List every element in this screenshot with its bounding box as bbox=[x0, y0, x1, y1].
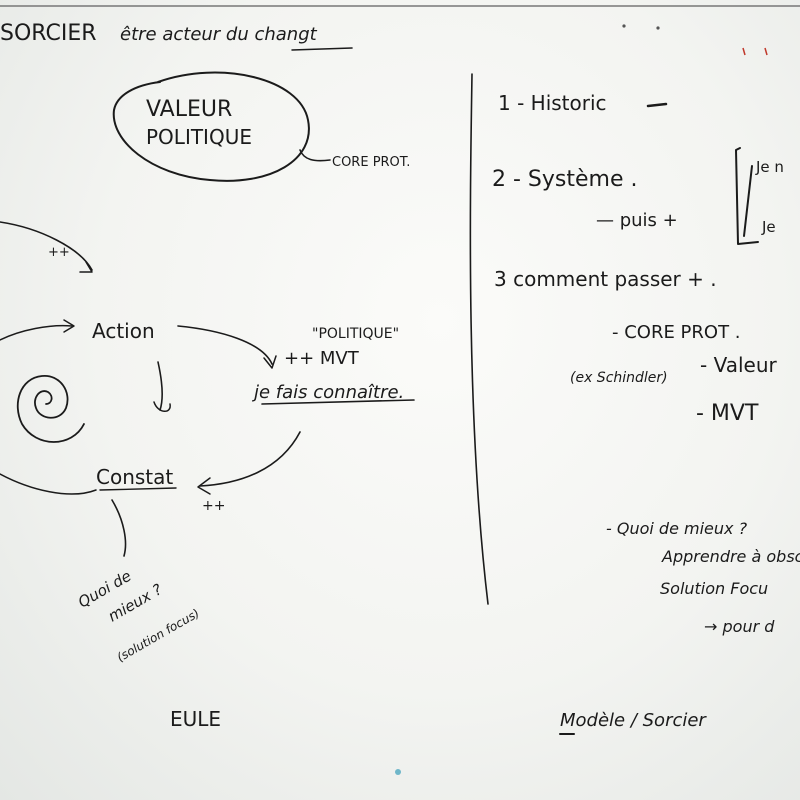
apprendre-label: Apprendre à obsc bbox=[661, 547, 800, 566]
mvt-right: - MVT bbox=[696, 401, 759, 426]
bracket-fill-stroke bbox=[743, 165, 753, 237]
politique-quote: "POLITIQUE" bbox=[312, 326, 399, 342]
item-comment-passer: 3 comment passer + . bbox=[494, 267, 717, 291]
faint-mark bbox=[656, 26, 660, 30]
core-prot-label: CORE PROT. bbox=[332, 155, 410, 170]
header-underline bbox=[291, 47, 353, 51]
eule-label: EULE bbox=[170, 707, 221, 731]
politique-to-constat-arrow bbox=[199, 431, 301, 487]
cycle-arc-bottom bbox=[0, 473, 97, 495]
item-historic: 1 - Historic bbox=[498, 91, 607, 115]
plus-mvt-label: ++ MVT bbox=[284, 348, 360, 369]
constat-underline bbox=[99, 487, 177, 491]
cycle-arc-left bbox=[0, 324, 73, 341]
constat-label: Constat bbox=[96, 465, 173, 489]
arrowhead bbox=[153, 401, 171, 412]
valeur-right: - Valeur bbox=[700, 353, 777, 377]
arrowhead bbox=[263, 355, 277, 369]
bracket-top-text: Je n bbox=[755, 158, 784, 176]
ex-schindler: (ex Schindler) bbox=[570, 370, 668, 386]
quoi-de-mieux-right: - Quoi de mieux ? bbox=[606, 519, 748, 538]
cycle-arc-top bbox=[0, 221, 93, 271]
pour-label: → pour d bbox=[704, 617, 775, 636]
cycle-arrowhead bbox=[63, 319, 75, 333]
core-prot-right: - CORE PROT . bbox=[612, 322, 741, 343]
faint-mark bbox=[622, 24, 626, 28]
puis-label: — puis + bbox=[596, 210, 678, 231]
politique-label: POLITIQUE bbox=[146, 125, 252, 149]
spiral bbox=[16, 375, 85, 443]
je-fais-underline bbox=[261, 399, 415, 405]
item-systeme: 2 - Système . bbox=[492, 167, 637, 192]
je-fais-connaitre: je fais connaître. bbox=[251, 382, 404, 403]
plus-plus-label: ++ bbox=[202, 498, 225, 514]
valeur-label: VALEUR bbox=[146, 97, 232, 122]
action-to-constat-arrow bbox=[157, 361, 163, 411]
signature-label: Modèle / Sorcier bbox=[560, 710, 707, 731]
historic-dash bbox=[646, 102, 668, 108]
faint-red-mark bbox=[742, 47, 768, 56]
valeur-politique-oval bbox=[112, 71, 310, 182]
bracket-bottom-text: Je bbox=[761, 218, 776, 236]
core-prot-arrow bbox=[299, 149, 331, 162]
systeme-bracket bbox=[735, 147, 759, 245]
marker-dot bbox=[395, 769, 401, 775]
solution-focus-right: Solution Focu bbox=[660, 579, 768, 598]
header-subtitle: être acteur du changt bbox=[120, 24, 318, 45]
constat-to-quoi-line bbox=[111, 499, 127, 557]
board-divider bbox=[469, 73, 489, 605]
arrowhead bbox=[197, 477, 211, 495]
action-to-politique-arrow bbox=[177, 325, 273, 365]
header-title: SORCIER bbox=[0, 21, 97, 46]
plus-marks: ++ bbox=[48, 245, 70, 260]
cycle-arrowhead bbox=[79, 261, 93, 273]
action-label: Action bbox=[92, 319, 155, 343]
